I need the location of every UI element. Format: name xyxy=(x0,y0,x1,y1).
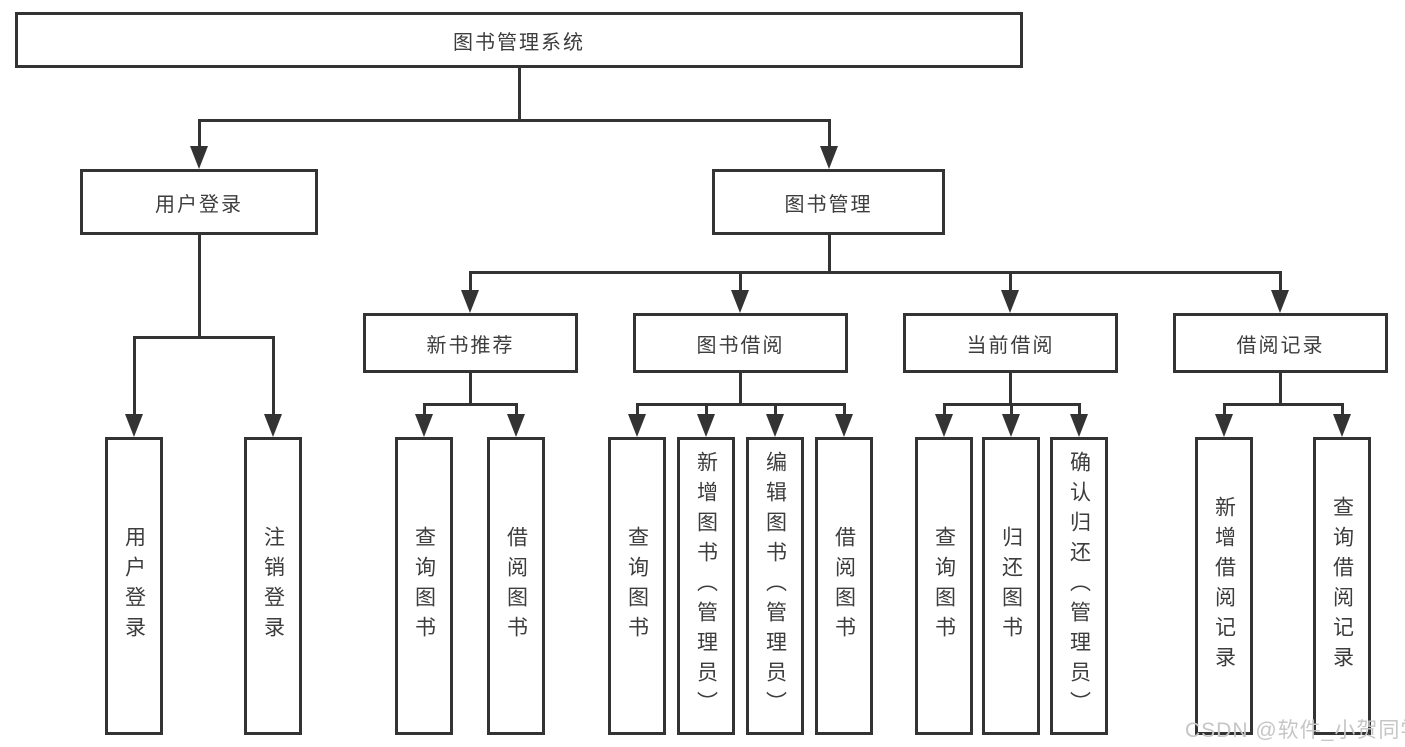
connector-drop xyxy=(271,335,275,418)
leaf-bb-add-books-admin: 新增图书（管理员） xyxy=(677,437,735,735)
connector-drop xyxy=(1278,270,1282,294)
leaf-cb-return-books: 归还图书 xyxy=(982,437,1040,735)
node-label: 归还图书 xyxy=(999,526,1023,646)
arrowhead-down-icon xyxy=(731,290,749,313)
arrowhead-down-icon xyxy=(820,146,838,169)
leaf-nb-borrow-books: 借阅图书 xyxy=(487,437,545,735)
arrowhead-down-icon xyxy=(1002,414,1020,437)
leaf-br-query-record: 查询借阅记录 xyxy=(1313,437,1371,735)
node-label: 图书管理系统 xyxy=(453,31,585,54)
connector-drop xyxy=(1008,270,1012,294)
connector-stem xyxy=(517,68,521,122)
arrowhead-down-icon xyxy=(628,414,646,437)
leaf-br-add-record: 新增借阅记录 xyxy=(1195,437,1253,735)
arrowhead-down-icon xyxy=(697,414,715,437)
connector-stem xyxy=(468,373,472,406)
node-label: 图书管理 xyxy=(784,193,873,216)
node-book-management: 图书管理 xyxy=(712,169,945,235)
connector-branch xyxy=(468,270,1282,274)
connector-drop xyxy=(1222,402,1226,418)
connector-stem xyxy=(197,235,201,339)
connector-drop xyxy=(827,118,831,150)
connector-drop xyxy=(1340,402,1344,418)
arrowhead-down-icon xyxy=(507,414,525,437)
node-label: 图书借阅 xyxy=(696,334,785,357)
node-user-login: 用户登录 xyxy=(80,169,318,235)
leaf-bb-edit-books-admin: 编辑图书（管理员） xyxy=(746,437,804,735)
leaf-nb-query-books: 查询图书 xyxy=(395,437,453,735)
connector-branch xyxy=(132,335,275,339)
arrowhead-down-icon xyxy=(1070,414,1088,437)
arrowhead-down-icon xyxy=(190,146,208,169)
arrowhead-down-icon xyxy=(1271,290,1289,313)
connector-drop xyxy=(197,118,201,150)
leaf-user-login: 用户登录 xyxy=(105,437,163,735)
node-label: 用户登录 xyxy=(155,193,243,216)
connector-drop xyxy=(738,270,742,294)
arrowhead-down-icon xyxy=(125,414,143,437)
connector-drop xyxy=(132,335,136,418)
arrowhead-down-icon xyxy=(1215,414,1233,437)
arrowhead-down-icon xyxy=(1333,414,1351,437)
connector-drop xyxy=(1009,402,1013,418)
connector-drop xyxy=(635,402,639,418)
arrowhead-down-icon xyxy=(935,414,953,437)
node-current-borrowing: 当前借阅 xyxy=(903,313,1118,373)
node-new-book-recommendation: 新书推荐 xyxy=(363,313,578,373)
node-label: 查询图书 xyxy=(412,526,436,646)
arrowhead-down-icon xyxy=(1001,290,1019,313)
arrowhead-down-icon xyxy=(415,414,433,437)
node-label: 新增图书（管理员） xyxy=(694,451,718,721)
arrowhead-down-icon xyxy=(766,414,784,437)
node-label: 当前借阅 xyxy=(966,334,1055,357)
connector-drop xyxy=(514,402,518,418)
connector-drop xyxy=(942,402,946,418)
node-label: 查询借阅记录 xyxy=(1330,496,1354,676)
connector-drop xyxy=(422,402,426,418)
node-book-borrowing: 图书借阅 xyxy=(633,313,848,373)
arrowhead-down-icon xyxy=(461,290,479,313)
connector-drop xyxy=(468,270,472,294)
connector-stem xyxy=(1008,373,1012,406)
node-borrowing-records: 借阅记录 xyxy=(1173,313,1388,373)
connector-branch xyxy=(422,402,518,406)
leaf-bb-borrow-books: 借阅图书 xyxy=(815,437,873,735)
node-label: 新书推荐 xyxy=(426,334,515,357)
connector-drop xyxy=(842,402,846,418)
connector-drop xyxy=(773,402,777,418)
connector-branch xyxy=(635,402,846,406)
connector-drop xyxy=(1077,402,1081,418)
arrowhead-down-icon xyxy=(264,414,282,437)
node-label: 新增借阅记录 xyxy=(1212,496,1236,676)
node-label: 注销登录 xyxy=(261,526,285,646)
connector-branch xyxy=(1222,402,1344,406)
connector-branch xyxy=(197,118,831,122)
leaf-logout: 注销登录 xyxy=(244,437,302,735)
node-label: 借阅图书 xyxy=(832,526,856,646)
leaf-cb-query-books: 查询图书 xyxy=(915,437,973,735)
node-label: 查询图书 xyxy=(932,526,956,646)
node-library-management-system: 图书管理系统 xyxy=(15,12,1023,68)
leaf-cb-confirm-return-admin: 确认归还（管理员） xyxy=(1050,437,1108,735)
node-label: 借阅图书 xyxy=(504,526,528,646)
node-label: 用户登录 xyxy=(122,526,146,646)
node-label: 查询图书 xyxy=(625,526,649,646)
node-label: 借阅记录 xyxy=(1236,334,1325,357)
connector-stem xyxy=(738,373,742,406)
connector-stem xyxy=(1278,373,1282,406)
watermark: CSDN @软件_小贺同学 xyxy=(1185,719,1405,742)
arrowhead-down-icon xyxy=(835,414,853,437)
leaf-bb-query-books: 查询图书 xyxy=(608,437,666,735)
connector-stem xyxy=(827,235,831,274)
node-label: 编辑图书（管理员） xyxy=(763,451,787,721)
node-label: 确认归还（管理员） xyxy=(1067,451,1091,721)
connector-drop xyxy=(704,402,708,418)
